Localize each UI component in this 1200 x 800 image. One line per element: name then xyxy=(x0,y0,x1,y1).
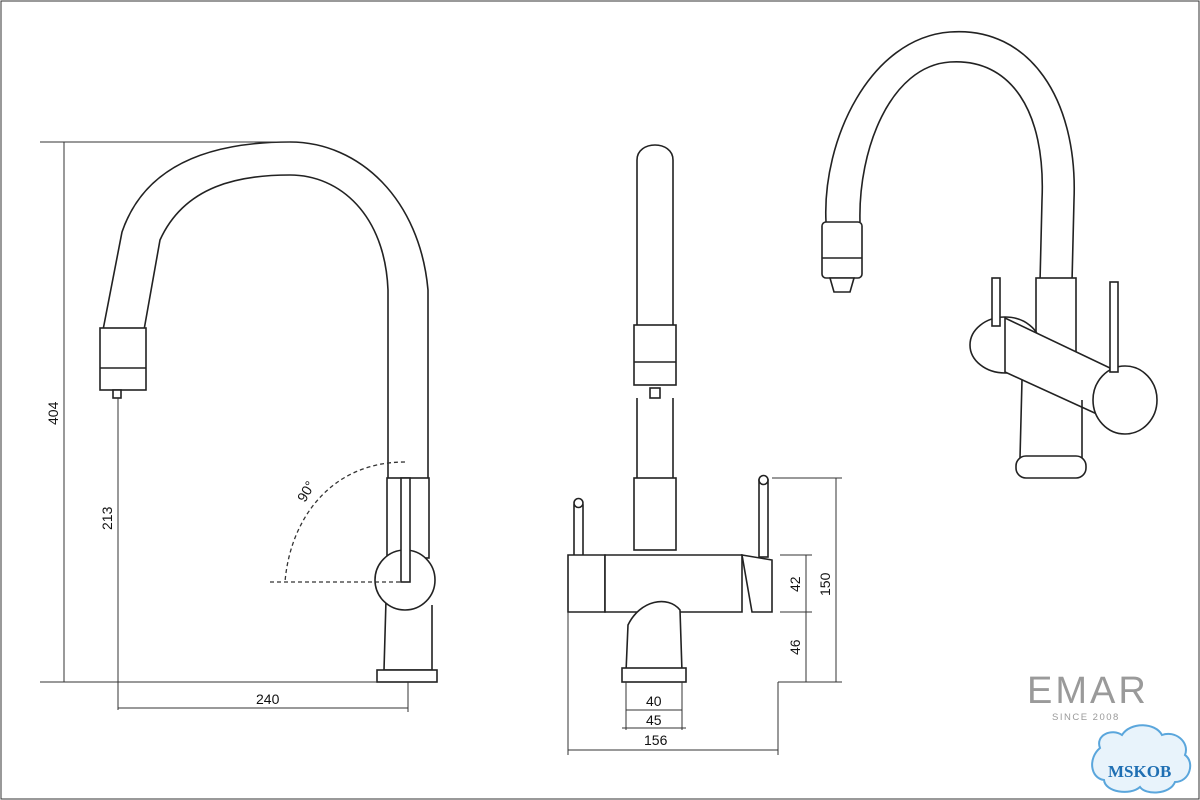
persp-nozzle xyxy=(828,277,856,293)
perspective-view xyxy=(821,30,1158,479)
front-spray-head xyxy=(633,324,677,386)
dim-156-label: 156 xyxy=(644,732,668,748)
persp-base xyxy=(1015,455,1087,479)
dim-150-label: 150 xyxy=(817,572,833,596)
persp-right-cap xyxy=(1092,365,1158,435)
stamp-text: MSKOB xyxy=(1108,762,1171,781)
side-lever xyxy=(400,477,411,583)
persp-neck xyxy=(1019,379,1083,459)
persp-lever-right xyxy=(1109,281,1119,373)
persp-spray-head xyxy=(821,221,863,279)
side-base xyxy=(376,669,438,683)
persp-lever-left xyxy=(991,277,1001,327)
brand-tagline: SINCE 2008 xyxy=(1052,712,1120,723)
side-spout-inner xyxy=(143,174,389,480)
front-spout-lower xyxy=(636,398,674,478)
front-body xyxy=(604,554,743,613)
watermark-stamp: MSKOB xyxy=(1091,724,1192,794)
dim-40-label: 40 xyxy=(646,693,662,709)
stamp-cloud xyxy=(1091,724,1192,794)
persp-spout-inner xyxy=(859,61,1044,283)
front-nozzle xyxy=(649,387,661,399)
side-spout-outer xyxy=(102,141,429,480)
dim-404-label: 404 xyxy=(45,401,61,425)
side-spray-head xyxy=(99,327,147,391)
brand-logo: EMAR SINCE 2008 xyxy=(1027,670,1149,723)
front-lever-left-tip xyxy=(573,497,584,509)
front-base xyxy=(621,667,687,683)
dim-42-label: 42 xyxy=(787,576,803,592)
dim-46-label: 46 xyxy=(787,639,803,655)
front-collar xyxy=(633,477,677,551)
front-view: 42 46 150 40 45 156 xyxy=(567,144,842,755)
rotation-label: 90° xyxy=(294,478,318,504)
persp-spout-outer xyxy=(825,30,1075,283)
dim-240-label: 240 xyxy=(256,691,280,707)
front-lever-right-tip xyxy=(758,474,769,486)
side-spray-nozzle xyxy=(112,389,122,399)
front-neck xyxy=(625,600,683,673)
front-lever-left xyxy=(573,504,584,558)
front-spout-upper xyxy=(636,144,674,325)
dim-45-label: 45 xyxy=(646,712,662,728)
front-body-left-cap xyxy=(567,554,606,613)
dim-213-label: 213 xyxy=(99,506,115,530)
side-view: 90° 404 213 240 xyxy=(40,141,438,712)
brand-name: EMAR xyxy=(1027,670,1149,712)
front-body-right-cap xyxy=(741,554,773,613)
front-lever-right xyxy=(758,479,769,558)
